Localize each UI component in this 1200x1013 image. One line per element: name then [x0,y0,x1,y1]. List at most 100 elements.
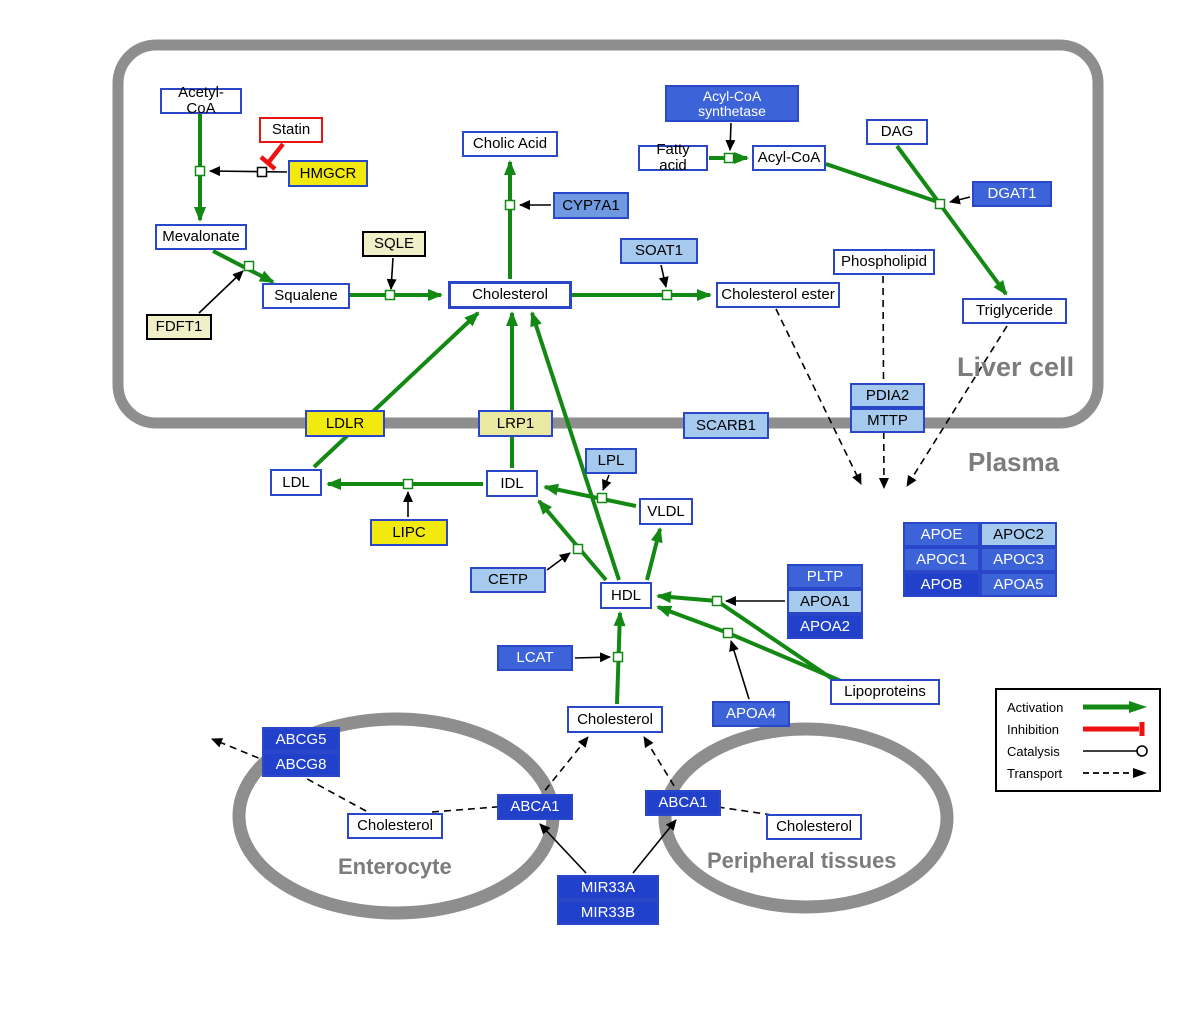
node-mevalonate[interactable]: Mevalonate [155,224,247,250]
node-cyp7a1[interactable]: CYP7A1 [553,192,629,219]
node-cholesterol-peripheral[interactable]: Cholesterol [766,814,862,840]
edge-catalysis-apoa4 [729,640,750,700]
edge-hdl-cholesterol [530,311,621,581]
anchor-squalene-cholesterol [384,289,396,301]
node-mttp[interactable]: MTTP [850,408,925,433]
anchor-triglyceride-junction [934,198,946,210]
inhibition-tbar-icon [1083,722,1145,736]
statin-inhibition-line [266,142,285,165]
node-phospholipid[interactable]: Phospholipid [833,249,935,275]
anchor-cholesterol-hdl [612,651,624,663]
node-cetp[interactable]: CETP [470,567,546,593]
node-mir33b[interactable]: MIR33B [557,900,659,925]
edge-transport-cholesterolester-plasma [775,308,862,485]
node-apoa1[interactable]: APOA1 [787,589,863,614]
legend-row-catalysis: Catalysis [1007,741,1149,761]
node-abca1-enterocyte[interactable]: ABCA1 [497,794,573,820]
node-pltp[interactable]: PLTP [787,564,863,589]
edge-ldl-ldlr-cholesterol [312,311,480,469]
anchor-cholesterol-cholicacid [504,199,516,211]
edge-mevalonate-squalene [212,249,275,284]
node-ldlr[interactable]: LDLR [305,410,385,437]
node-abca1-peripheral[interactable]: ABCA1 [645,790,721,816]
activation-arrow-icon [1083,701,1147,713]
liver-cell-label: Liver cell [957,352,1075,382]
legend-inhibition-label: Inhibition [1007,721,1060,737]
node-cholesterol-enterocyte[interactable]: Cholesterol [347,813,443,839]
node-lipoproteins[interactable]: Lipoproteins [830,679,940,705]
node-apoc2[interactable]: APOC2 [980,522,1057,547]
edge-catalysis-hmgcr [209,166,288,177]
edge-catalysis-sqle [386,257,397,290]
node-acyl-coa[interactable]: Acyl-CoA [752,145,826,171]
edge-junction-triglyceride [940,205,1008,296]
edge-mir33-abca1-enterocyte [539,823,587,874]
node-fatty-acid[interactable]: Fatty acid [638,142,708,173]
node-dgat1[interactable]: DGAT1 [972,181,1052,207]
node-lcat[interactable]: LCAT [497,645,573,671]
node-lipc[interactable]: LIPC [370,519,448,546]
transport-dashed-arrow-icon [1083,768,1147,778]
legend-catalysis-label: Catalysis [1007,743,1060,759]
plasma-label: Plasma [968,447,1060,477]
node-idl[interactable]: IDL [486,470,538,497]
statin-inhibition-tbar [259,155,277,171]
node-pdia2[interactable]: PDIA2 [850,383,925,408]
edge-transport-triglyceride-plasma [906,325,1008,487]
node-acyl-coa-synthetase[interactable]: Acyl-CoA synthetase [665,85,799,122]
edge-catalysis-lcat [574,652,611,663]
anchor-fattyacid-acylcoa [723,152,735,164]
node-dag[interactable]: DAG [866,119,928,145]
edge-hdl-vldl [645,527,663,581]
anchor-lipoproteins-hdl-lower [722,627,734,639]
anchor-hmgcr-statin-junction [256,166,268,178]
anchor-cholesterol-ester [661,289,673,301]
node-cholic-acid[interactable]: Cholic Acid [462,131,558,157]
node-lpl[interactable]: LPL [585,448,637,474]
node-soat1[interactable]: SOAT1 [620,238,698,264]
node-lrp1[interactable]: LRP1 [478,410,553,437]
node-squalene[interactable]: Squalene [262,283,350,309]
reaction-anchors [194,152,946,663]
node-abcg5[interactable]: ABCG5 [262,727,340,752]
edge-acylcoa-junction [825,162,939,204]
node-cholesterol-plasma[interactable]: Cholesterol [567,706,663,733]
node-apoc3[interactable]: APOC3 [980,547,1057,572]
node-apoc1[interactable]: APOC1 [903,547,980,572]
legend-transport-label: Transport [1007,765,1063,781]
node-cholesterol-liver[interactable]: Cholesterol [448,281,572,309]
node-apoa5[interactable]: APOA5 [980,572,1057,597]
enterocyte-label: Enterocyte [338,854,452,879]
node-triglyceride[interactable]: Triglyceride [962,298,1067,324]
node-vldl[interactable]: VLDL [639,498,693,525]
anchor-mevalonate-squalene [243,260,255,272]
legend-row-inhibition: Inhibition [1007,719,1149,739]
node-apoa2[interactable]: APOA2 [787,614,863,639]
node-mir33a[interactable]: MIR33A [557,875,659,900]
node-apoa4[interactable]: APOA4 [712,701,790,727]
node-cholesterol-ester[interactable]: Cholesterol ester [716,282,840,308]
node-fdft1[interactable]: FDFT1 [146,314,212,340]
node-sqle[interactable]: SQLE [362,231,426,257]
node-statin[interactable]: Statin [259,117,323,143]
node-apob[interactable]: APOB [903,572,980,597]
node-abcg8[interactable]: ABCG8 [262,752,340,777]
edge-catalysis-fdft1 [198,270,244,314]
node-scarb1[interactable]: SCARB1 [683,412,769,439]
node-apoe[interactable]: APOE [903,522,980,547]
legend-row-transport: Transport [1007,763,1149,783]
peripheral-tissues-label: Peripheral tissues [707,848,897,873]
edge-mir33-abca1-peripheral [632,819,677,874]
legend-activation-label: Activation [1007,699,1064,715]
peripheral-tissues-outline [658,722,954,914]
inhibition-edge-statin [259,142,285,171]
node-hdl[interactable]: HDL [600,582,652,609]
node-ldl[interactable]: LDL [270,469,322,496]
legend: Activation Inhibition Catalysis Transpor… [995,688,1161,792]
edge-catalysis-lpl [602,474,612,491]
anchor-hdl-idl [572,543,584,555]
node-hmgcr[interactable]: HMGCR [288,160,368,187]
node-acetyl-coa[interactable]: Acetyl-CoA [160,85,242,116]
edge-catalysis-acylcoasynthetase [725,122,736,151]
